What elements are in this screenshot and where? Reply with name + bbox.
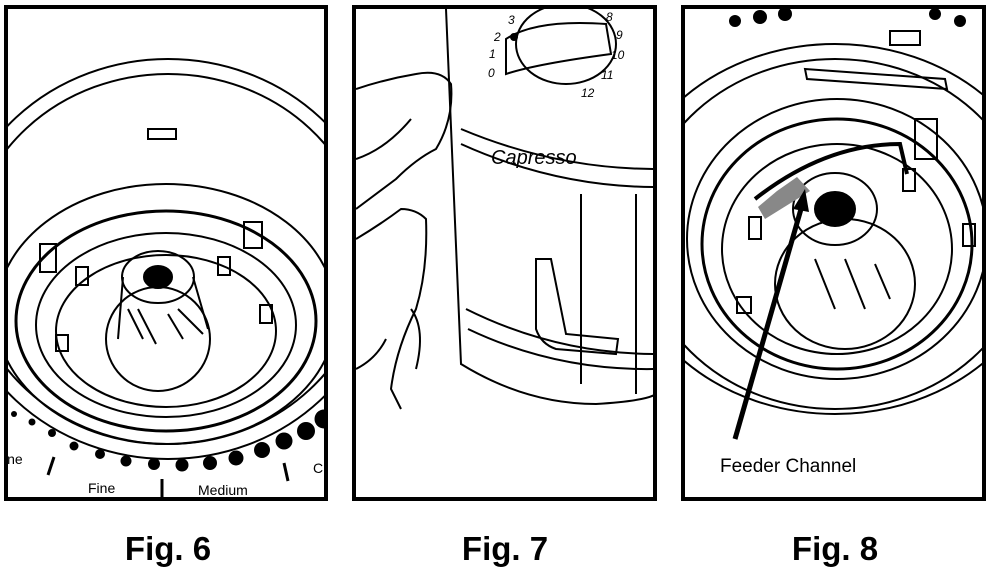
grinder-feeder-channel-illustration: Feeder Channel: [685, 9, 982, 477]
figure-8-caption: Fig. 8: [791, 530, 879, 567]
feeder-channel-label: Feeder Channel: [720, 456, 856, 477]
dial-number-3: 3: [508, 13, 515, 27]
dial-number-8: 8: [606, 10, 613, 24]
figure-6-panel: ine Fine Medium C: [4, 5, 328, 501]
dial-number-10: 10: [611, 48, 625, 62]
brand-logo-capresso: Capresso: [491, 147, 577, 169]
coarse-partial-label: C: [313, 460, 323, 476]
dial-number-0: 0: [488, 66, 495, 80]
medium-label: Medium: [198, 482, 248, 497]
grinder-top-view-illustration: ine Fine Medium C: [8, 58, 324, 497]
dial-number-2: 2: [493, 30, 501, 44]
dial-number-11: 11: [601, 68, 613, 82]
fine-label: Fine: [88, 480, 115, 496]
dial-number-9: 9: [616, 28, 623, 42]
figure-7-caption: Fig. 7: [461, 530, 549, 567]
dial-number-12: 12: [581, 86, 595, 100]
fine-partial-label: ine: [8, 451, 23, 467]
figure-7-panel: 3 2 1 0 8 9 10 11 12 Capresso: [352, 5, 657, 501]
dial-number-1: 1: [489, 47, 496, 61]
figure-8-panel: Feeder Channel: [681, 5, 986, 501]
grinder-side-view-illustration: 3 2 1 0 8 9 10 11 12 Capresso: [356, 9, 653, 410]
figure-6-caption: Fig. 6: [124, 530, 212, 567]
